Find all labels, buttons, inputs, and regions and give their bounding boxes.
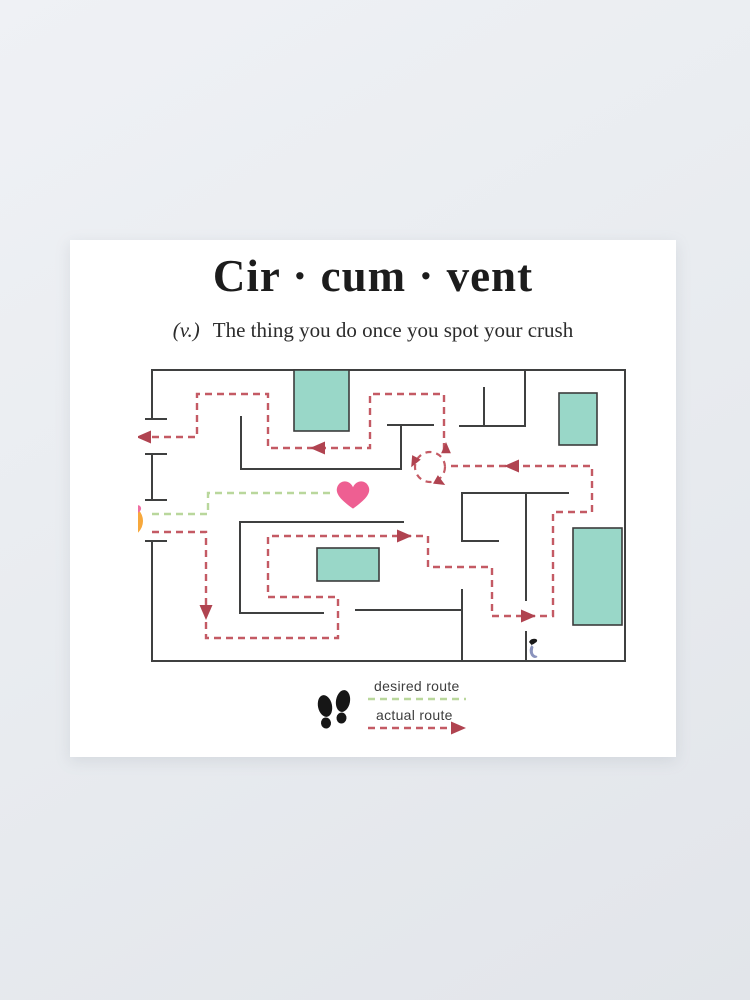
desired-route-path: [152, 491, 332, 516]
route-arrow: [138, 430, 151, 444]
actual-route-line: [368, 721, 466, 735]
desired-route-line: [368, 697, 466, 701]
desired-route-label: desired route: [374, 678, 460, 694]
maze-block: [293, 369, 350, 432]
confusion-loop: [413, 450, 447, 484]
heart-eyes-emoji: [138, 504, 143, 533]
heart-icon: [336, 481, 370, 509]
maze-block: [572, 527, 623, 626]
maze-block: [316, 547, 380, 582]
poster: Cir · cum · vent (v.) The thing you do on…: [70, 240, 676, 757]
route-arrow: [433, 475, 446, 485]
subtitle-text: The thing you do once you spot your crus…: [212, 318, 574, 342]
poster-title: Cir · cum · vent: [212, 251, 534, 301]
poster-subtitle: (v.) The thing you do once you spot your …: [70, 318, 676, 343]
footprints-icon: [317, 690, 351, 729]
actual-route-path: [152, 464, 594, 640]
maze-svg: [138, 369, 626, 662]
route-arrow: [411, 455, 421, 468]
route-arrow: [521, 609, 536, 623]
route-arrow: [441, 442, 451, 454]
route-arrow: [199, 605, 213, 620]
subtitle-part-of-speech: (v.): [172, 318, 200, 342]
route-arrow: [310, 441, 325, 455]
walking-figure: [529, 638, 538, 658]
actual-route-label: actual route: [376, 707, 453, 723]
route-arrow: [504, 459, 519, 473]
route-arrow: [397, 529, 412, 543]
maze-block: [558, 392, 598, 446]
